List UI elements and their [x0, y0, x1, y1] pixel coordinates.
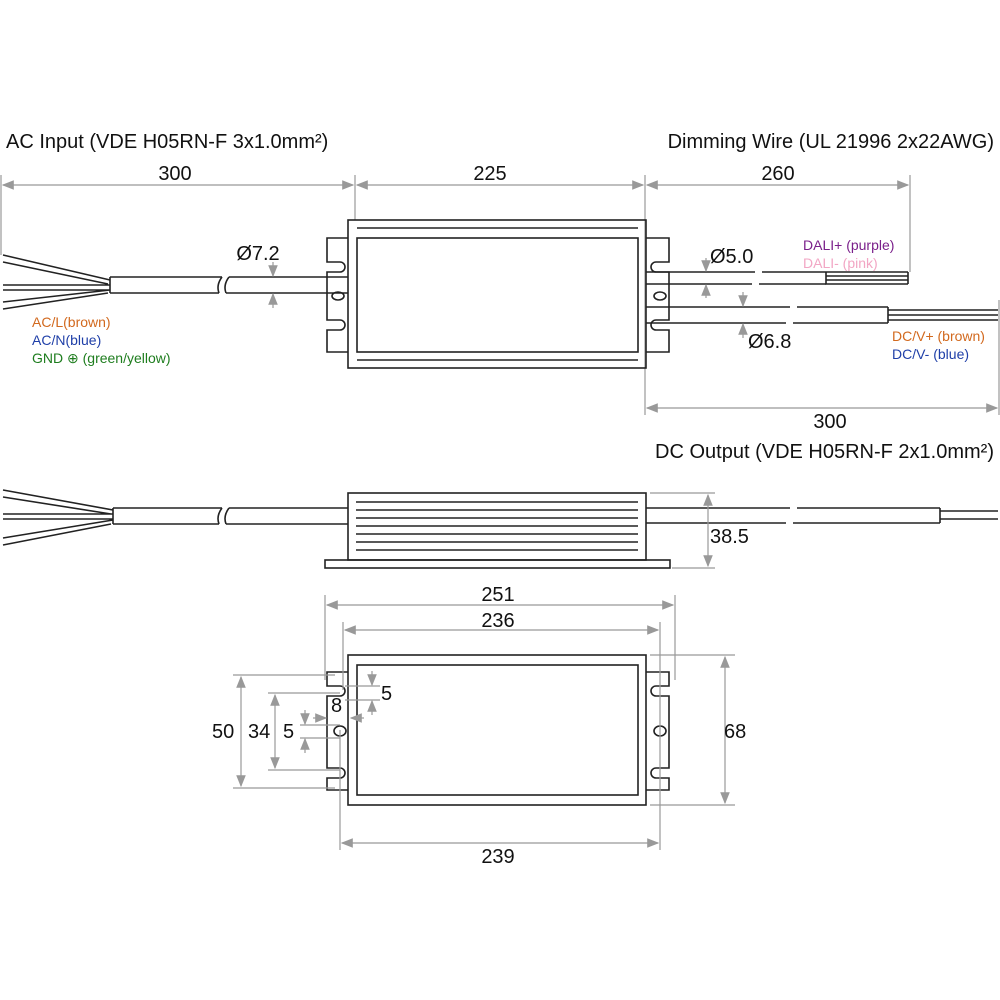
- label-dali-minus: DALI- (pink): [803, 255, 878, 271]
- ac-input-title: AC Input (VDE H05RN-F 3x1.0mm²): [6, 131, 328, 153]
- dim-ac-diameter: Ø7.2: [236, 243, 279, 265]
- dim-height: 38.5: [710, 526, 749, 548]
- label-dc-plus: DC/V+ (brown): [892, 328, 985, 344]
- label-dali-plus: DALI+ (purple): [803, 237, 894, 253]
- dim-hole-pitch: 236: [481, 610, 514, 632]
- label-ac-l: AC/L(brown): [32, 314, 111, 330]
- label-gnd: GND ⊕ (green/yellow): [32, 350, 171, 366]
- dimming-wire-title: Dimming Wire (UL 21996 2x22AWG): [668, 131, 994, 153]
- dim-dc-diameter: Ø6.8: [748, 331, 791, 353]
- dc-output-title: DC Output (VDE H05RN-F 2x1.0mm²): [655, 441, 994, 463]
- dim-body-length: 225: [473, 163, 506, 185]
- label-dc-minus: DC/V- (blue): [892, 346, 969, 362]
- dim-base-length: 239: [481, 846, 514, 868]
- dim-width: 68: [724, 721, 746, 743]
- dim-slot-8: 8: [331, 695, 342, 717]
- dim-ac-length: 300: [158, 163, 191, 185]
- dim-34: 34: [248, 721, 270, 743]
- dim-slot-width-5: 5: [381, 683, 392, 705]
- top-view: 300 225 260 300 Ø7.2 AC/L(brown) AC/N(bl…: [0, 163, 1000, 433]
- label-ac-n: AC/N(blue): [32, 332, 101, 348]
- dim-dimming-diameter: Ø5.0: [710, 246, 753, 268]
- bottom-view: 251 236 239 68 50 34 5 8 5: [212, 584, 746, 868]
- side-view: 38.5: [2, 489, 998, 569]
- dim-dc-length: 300: [813, 411, 846, 433]
- dim-slot-5: 5: [283, 721, 294, 743]
- dim-flange-length: 251: [481, 584, 514, 606]
- dim-50: 50: [212, 721, 234, 743]
- dim-dimming-length: 260: [761, 163, 794, 185]
